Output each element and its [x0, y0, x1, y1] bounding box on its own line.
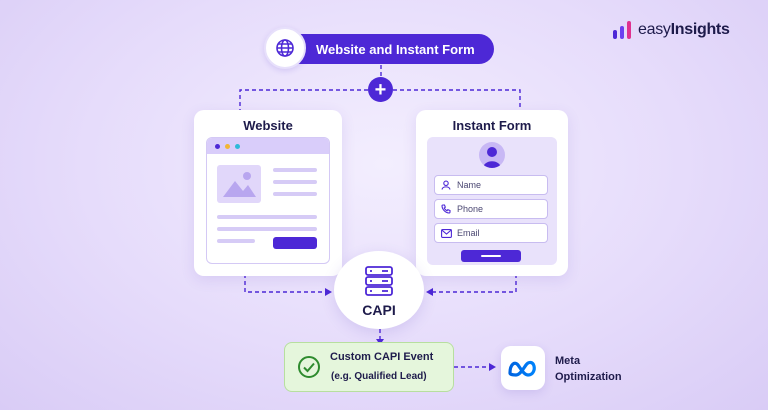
instant-form-card: Instant Form Name Phone Email — [416, 110, 568, 276]
brand-logo: easyInsights — [612, 20, 730, 40]
browser-mockup — [206, 137, 330, 264]
check-circle-icon — [297, 355, 321, 384]
form-mockup: Name Phone Email — [427, 137, 557, 265]
text-line — [217, 227, 317, 231]
source-pill: Website and Instant Form — [264, 27, 494, 69]
instant-form-title: Instant Form — [452, 118, 532, 133]
server-icon — [364, 265, 394, 302]
person-icon — [435, 180, 457, 190]
event-title: Custom CAPI Event — [330, 351, 434, 363]
window-dot-icon — [225, 143, 230, 149]
field-label: Phone — [457, 204, 484, 214]
meta-logo-icon — [501, 346, 545, 390]
capi-node: CAPI — [334, 251, 424, 329]
image-placeholder-icon — [217, 165, 261, 203]
cta-button-mock — [273, 237, 317, 249]
window-dot-icon — [235, 143, 240, 149]
email-field: Email — [434, 223, 548, 243]
mail-icon — [435, 228, 457, 238]
text-line — [217, 239, 255, 243]
capi-label: CAPI — [362, 302, 396, 318]
meta-subtitle: Optimization — [555, 371, 622, 383]
text-line — [217, 215, 317, 219]
meta-title: Meta — [555, 355, 581, 367]
website-title: Website — [243, 118, 293, 133]
phone-icon — [435, 204, 457, 214]
phone-field: Phone — [434, 199, 548, 219]
browser-bar — [207, 138, 329, 154]
field-label: Email — [457, 228, 480, 238]
bar-chart-logo-icon — [612, 20, 632, 40]
field-label: Name — [457, 180, 482, 190]
website-card: Website — [194, 110, 342, 276]
brand-name: easyInsights — [638, 21, 730, 38]
avatar-icon — [479, 142, 505, 168]
globe-icon — [264, 27, 306, 69]
text-line — [273, 168, 317, 172]
event-subtitle: (e.g. Qualified Lead) — [331, 371, 427, 382]
text-line — [273, 180, 317, 184]
pill-label: Website and Instant Form — [284, 34, 494, 64]
window-dot-icon — [215, 143, 220, 149]
plus-icon: + — [368, 77, 393, 102]
submit-button-mock — [461, 250, 521, 262]
custom-event-box: Custom CAPI Event (e.g. Qualified Lead) — [284, 342, 454, 392]
text-line — [273, 192, 317, 196]
name-field: Name — [434, 175, 548, 195]
